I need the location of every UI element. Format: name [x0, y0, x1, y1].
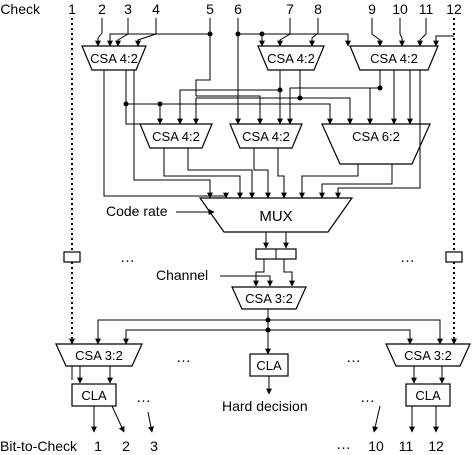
- distribution-bus: [95, 309, 443, 355]
- check-input-11: 11: [419, 1, 434, 17]
- bypass-left: [63, 18, 81, 345]
- csa42-mid-1: CSA 4:2: [139, 123, 213, 149]
- mid-wires: [103, 70, 413, 199]
- check-input-1: 1: [68, 1, 76, 17]
- output-11: 11: [399, 438, 414, 454]
- bit-to-check-label: Bit-to-Check: [0, 438, 78, 454]
- ellipsis-cla-left: …: [136, 389, 151, 406]
- check-input-3: 3: [124, 1, 132, 17]
- bypass-right: [445, 18, 463, 345]
- input-wires: [95, 18, 454, 96]
- cla-center-label: CLA: [256, 358, 282, 373]
- check-input-8: 8: [314, 1, 322, 17]
- csa42-mid-2: CSA 4:2: [229, 123, 303, 149]
- cla-left-label: CLA: [81, 388, 107, 403]
- cla-center: CLA: [249, 353, 289, 377]
- ellipsis-out: …: [336, 436, 351, 453]
- check-input-12: 12: [446, 1, 462, 17]
- check-input-6: 6: [234, 1, 242, 17]
- check-input-4: 4: [152, 1, 160, 17]
- csa42-mid-2-label: CSA 4:2: [242, 129, 290, 144]
- mux: MUX: [198, 197, 354, 233]
- ellipsis-reg-right: …: [400, 249, 415, 266]
- output-3: 3: [150, 438, 158, 454]
- ellipsis-csa-right: …: [346, 349, 361, 366]
- csa42-top-2: CSA 4:2: [257, 45, 325, 71]
- cla-right: CLA: [405, 366, 451, 407]
- check-label: Check: [0, 1, 41, 17]
- csa62-mid: CSA 6:2: [321, 123, 431, 165]
- check-input-5: 5: [206, 1, 214, 17]
- csa42-top-3: CSA 4:2: [349, 45, 439, 71]
- csa62-mid-label: CSA 6:2: [352, 129, 400, 144]
- csa32-right-label: CSA 3:2: [404, 348, 452, 363]
- output-2: 2: [122, 438, 130, 454]
- csa32-left-label: CSA 3:2: [75, 348, 123, 363]
- output-1: 1: [94, 438, 102, 454]
- output-12: 12: [428, 438, 444, 454]
- csa32-left: CSA 3:2: [55, 343, 143, 367]
- csa32-center-label: CSA 3:2: [245, 291, 293, 306]
- csa32-right: CSA 3:2: [385, 343, 471, 367]
- csa42-top-3-label: CSA 4:2: [370, 51, 418, 66]
- check-input-9: 9: [368, 1, 376, 17]
- csa32-center: CSA 3:2: [231, 286, 307, 310]
- output-10: 10: [368, 438, 384, 454]
- check-input-7: 7: [286, 1, 294, 17]
- csa42-top-1: CSA 4:2: [81, 45, 147, 71]
- ellipsis-reg-left: …: [120, 249, 135, 266]
- code-rate-label: Code rate: [106, 203, 168, 219]
- csa42-mid-1-label: CSA 4:2: [152, 129, 200, 144]
- cla-right-label: CLA: [415, 388, 441, 403]
- cla-left: CLA: [71, 366, 117, 407]
- csa42-top-2-label: CSA 4:2: [267, 51, 315, 66]
- csa42-top-1-label: CSA 4:2: [90, 51, 138, 66]
- channel-label: Channel: [156, 267, 208, 283]
- ellipsis-cla-right: …: [360, 389, 375, 406]
- channel-path: Channel: [156, 232, 297, 287]
- output-arrows: [71, 366, 439, 433]
- check-input-2: 2: [98, 1, 106, 17]
- mux-label: MUX: [259, 208, 292, 225]
- mux-input-wires: [133, 70, 421, 199]
- ellipsis-csa-left: …: [176, 349, 191, 366]
- hard-decision-label: Hard decision: [222, 398, 308, 414]
- check-input-10: 10: [392, 1, 408, 17]
